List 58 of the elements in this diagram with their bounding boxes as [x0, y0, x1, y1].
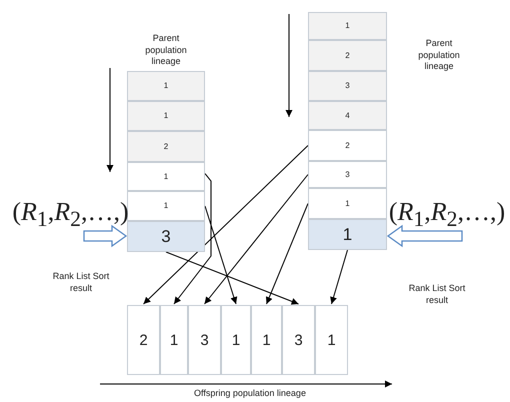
sequence-cell: [308, 71, 387, 101]
rank-list-caption: Rank List Sort result: [408, 283, 466, 306]
sequence-cell: [308, 219, 387, 250]
arrow: [143, 145, 308, 304]
rank-list-caption: Rank List Sort result: [52, 271, 110, 294]
cell-value: 2: [164, 142, 168, 150]
block-arrow: [386, 224, 463, 248]
sequence-cell: [315, 305, 348, 375]
sequence-cell: [127, 162, 205, 191]
cell-value: 2: [345, 142, 350, 150]
cell-value: 1: [164, 172, 168, 180]
axis-title: Offspring population lineage: [193, 388, 307, 400]
sequence-cell: [282, 305, 315, 375]
cell-value: 1: [262, 332, 271, 348]
cell-value: 3: [294, 332, 303, 348]
cell-value: 1: [345, 22, 350, 30]
cell-value: 3: [161, 228, 171, 245]
cell-value: 4: [345, 112, 350, 120]
cell-value: 1: [345, 200, 350, 208]
cell-value: 1: [164, 82, 168, 90]
cell-value: 3: [345, 82, 350, 90]
cell-value: 1: [342, 226, 352, 243]
sequence-cell: [127, 191, 205, 221]
parent-lineage-heading: Parent population lineage: [144, 33, 188, 68]
rank-tuple-formula: (R$_{1}$,R$_{2}$,…,): [11, 196, 130, 232]
sequence-cell: [160, 305, 188, 375]
cell-value: 3: [200, 332, 209, 348]
rank-tuple-formula: (R$_{1}$,R$_{2}$,…,): [388, 196, 506, 232]
sequence-cell: [308, 188, 387, 219]
cell-value: 1: [327, 332, 336, 348]
cell-value: 1: [164, 202, 168, 210]
sequence-cell: [308, 130, 387, 161]
arrow: [330, 250, 348, 304]
cell-value: 1: [170, 332, 178, 348]
sequence-cell: [308, 40, 387, 71]
sequence-cell: [127, 131, 205, 162]
cell-value: 1: [232, 332, 240, 348]
cell-value: 2: [345, 52, 350, 60]
arrow: [204, 174, 308, 304]
sequence-cell: [127, 305, 160, 375]
parent-lineage-heading: Parent population lineage: [417, 38, 461, 74]
arrow: [166, 252, 299, 305]
sequence-cell: [251, 305, 282, 375]
cell-value: 2: [139, 332, 148, 348]
sequence-cell: [221, 305, 251, 375]
arrow: [266, 203, 308, 304]
arrow: [204, 206, 238, 304]
sequence-cell: [308, 12, 387, 40]
sequence-cell: [308, 101, 387, 130]
sequence-cell: [127, 221, 205, 252]
block-arrow: [83, 224, 128, 248]
sequence-cell: [127, 101, 205, 131]
sequence-cell: [188, 305, 221, 375]
sequence-cell: [127, 71, 205, 101]
sequence-cell: [308, 161, 387, 188]
cell-value: 3: [345, 170, 350, 178]
cell-value: 1: [164, 112, 168, 120]
arrow: [174, 173, 212, 304]
